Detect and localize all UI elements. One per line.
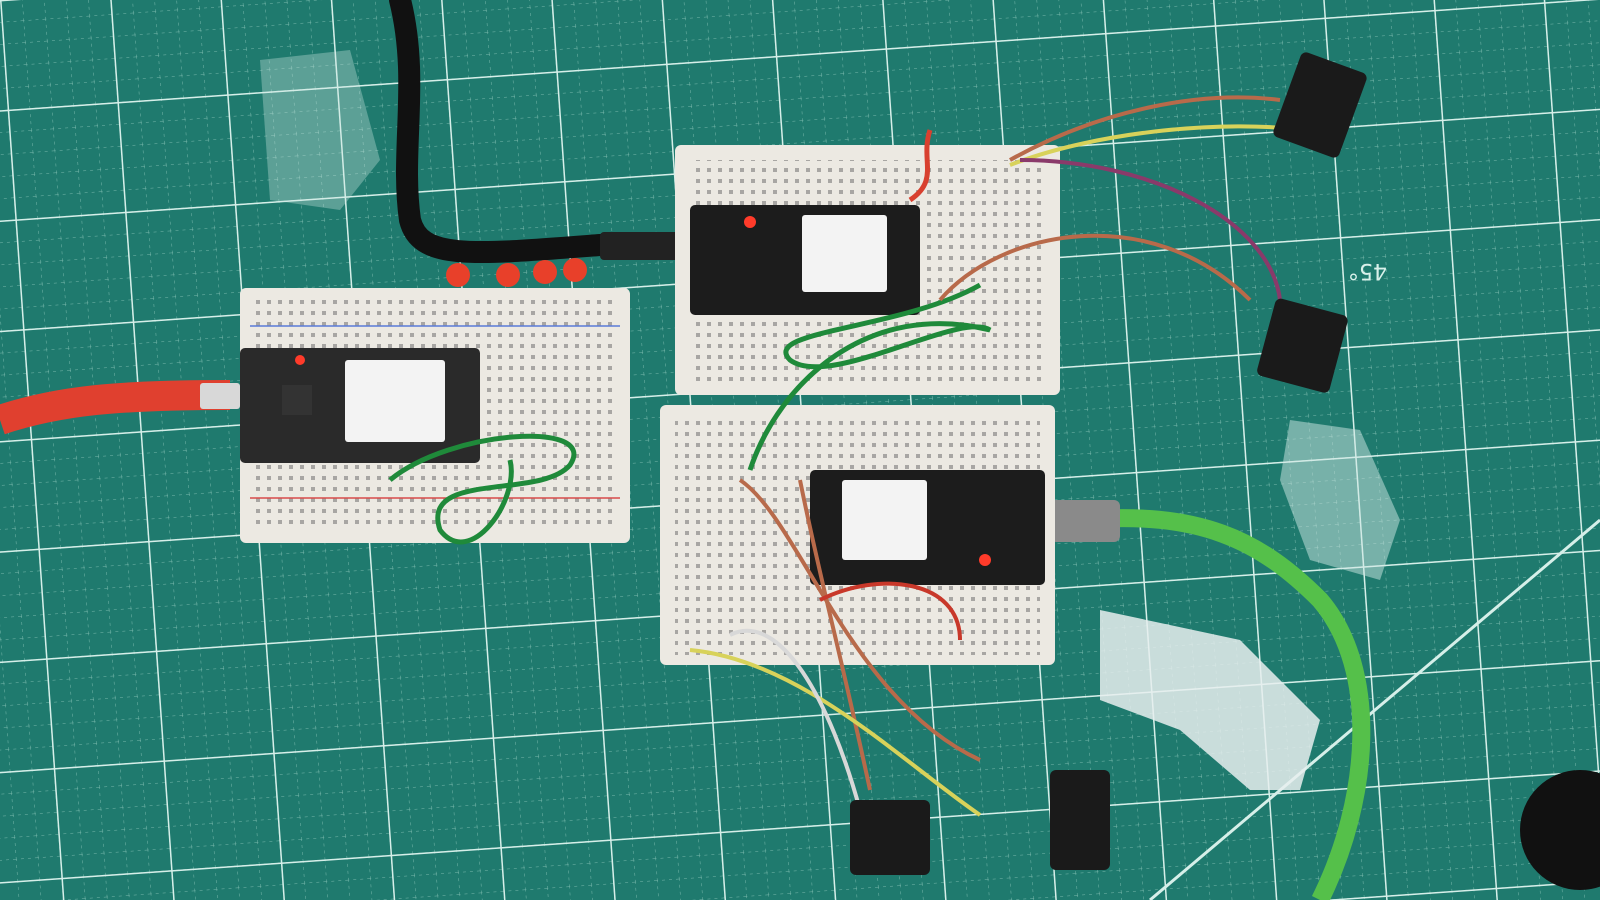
microswitch [1273, 52, 1367, 158]
led-row [446, 258, 587, 287]
mat-angle-marking: 45° [1348, 258, 1387, 283]
usb-cable-red [0, 380, 231, 435]
esp32-board-left [240, 348, 480, 463]
jumper-wire-green [747, 282, 992, 471]
jumper-wire-purple [1019, 158, 1282, 301]
usb-cable-black [389, 0, 691, 264]
jumper-wire-brown [738, 478, 981, 762]
jumper-wire-brown [938, 233, 1252, 302]
esp32-board-top [690, 205, 920, 315]
microswitch [850, 800, 930, 875]
jumper-wire-white [729, 628, 862, 811]
microswitch [1257, 298, 1348, 393]
jumper-wire-red [819, 581, 962, 641]
dark-object [1520, 770, 1600, 890]
jumper-wire-yellow [689, 648, 982, 817]
tape-piece [1280, 420, 1400, 580]
microswitch [1050, 770, 1110, 870]
jumper-wire-red [908, 129, 933, 203]
jumper-wire-green [388, 433, 577, 545]
usb-cable-green [1079, 509, 1371, 900]
tape-piece [1100, 610, 1320, 790]
jumper-wire-yellow [1009, 124, 1301, 167]
tape-piece [260, 50, 380, 210]
jumper-wire-brown [1009, 95, 1281, 162]
jumper-wire-brown [798, 479, 872, 791]
esp32-board-bottom [810, 470, 1045, 585]
